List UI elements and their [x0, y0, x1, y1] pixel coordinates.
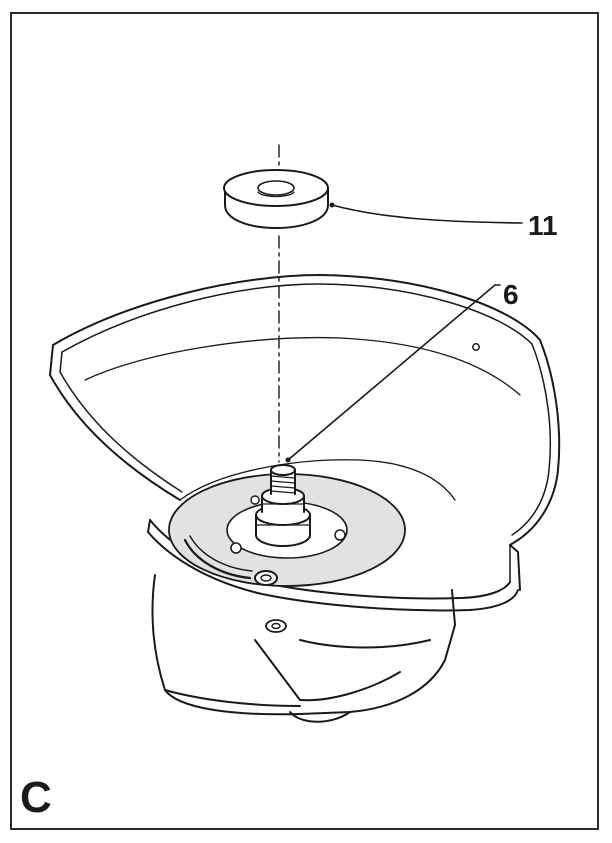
leader-line-6	[287, 284, 496, 461]
wheel-guard	[49, 274, 561, 612]
motor-housing	[151, 574, 456, 723]
callout-label-11: 11	[528, 210, 558, 241]
spindle	[255, 464, 311, 547]
figure-letter: C	[20, 773, 52, 822]
leader-line-11	[331, 204, 523, 224]
callout-label-6: 6	[503, 279, 519, 310]
flange-washer	[223, 169, 329, 229]
